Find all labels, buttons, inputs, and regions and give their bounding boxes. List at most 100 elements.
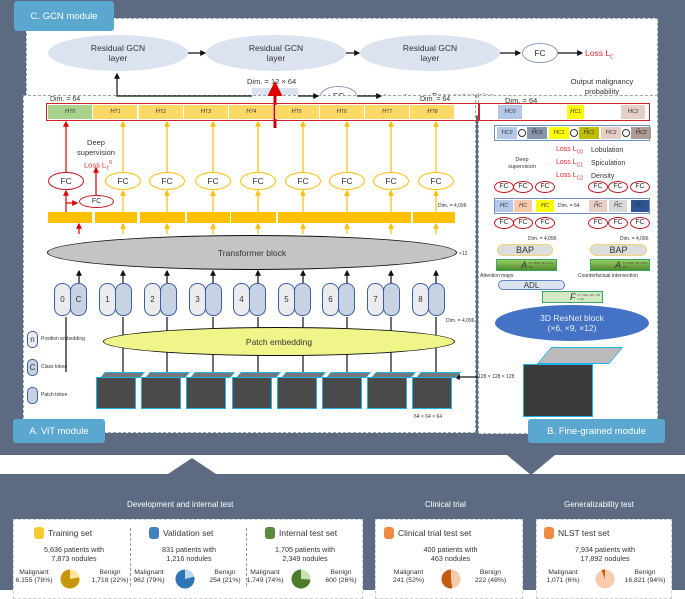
vit-fc-3: FC (195, 172, 231, 190)
gcn-layer-1: Residual GCN layer (48, 35, 188, 71)
up-arrow-marker (168, 458, 216, 474)
fine-fc-top-0: FC (494, 181, 514, 193)
resnet-block: 3D ResNet block(×6, ×9, ×12) (495, 305, 649, 341)
ct-patch-cube-8 (412, 377, 453, 409)
ct-patch-cube-top-5 (280, 372, 326, 378)
fine-loss-1: Loss LC1 (556, 159, 584, 169)
gcn-loss: Loss LC (585, 48, 614, 61)
down-arrow-marker (507, 455, 555, 475)
minus-icon-1 (570, 129, 578, 137)
database-icon (149, 527, 159, 539)
ct-patch-cube-1 (96, 377, 136, 409)
fine-grained-tab: B. Fine-grained module (528, 419, 665, 443)
fine-dim-4096-right: Dim. = 4,096 (620, 236, 649, 242)
bap-right: BAP (590, 244, 647, 256)
ct-patch-cube-4 (231, 377, 272, 409)
pie-malignant-slice (601, 569, 605, 579)
minus-icon-2 (622, 129, 630, 137)
fine-attr-0: Lobulation (591, 147, 624, 154)
position-embedding-0: 0 (54, 283, 71, 316)
database-icon (265, 527, 275, 539)
fine-deep-supervision: Deep supervision (508, 157, 536, 170)
dataset-name-4: NLST test set (558, 528, 610, 538)
position-embedding-4: 4 (233, 283, 250, 316)
dataset-nodules-4: 17,892 nodules (580, 554, 630, 563)
position-embedding-5: 5 (278, 283, 295, 316)
dataset-nodules-2: 2,349 nodules (282, 554, 328, 563)
attention-maps-label: Attention maps (480, 273, 514, 279)
position-embedding-7: 7 (367, 283, 384, 316)
class-token: C (70, 283, 87, 316)
transformer-block: Transformer block (47, 235, 457, 270)
fine-fc-top-3: FC (588, 181, 608, 193)
fine-attr-2: Density (591, 173, 615, 180)
dataset-name-2: Internal test set (279, 528, 338, 538)
dataset-patients-1: 831 patients with (162, 545, 216, 554)
pie-malignant-slice (60, 569, 80, 589)
fine-loss-0: Loss LC0 (556, 146, 584, 156)
vit-feature-bar-7 (366, 212, 411, 223)
vit-fc-0: FC (48, 172, 84, 190)
input-size-label: 128 × 128 × 128 (478, 374, 515, 380)
legend-swatch-0: n (27, 331, 38, 348)
position-embedding-2: 2 (144, 283, 161, 316)
fine-fc-bottom-4: FC (608, 217, 628, 229)
patch-token-8 (428, 283, 445, 316)
dataset-nodules-1: 1,216 nodules (166, 554, 212, 563)
legend-swatch-1: C (27, 359, 38, 376)
pie-malignant-slice (175, 569, 195, 589)
vit-fc-7: FC (373, 172, 409, 190)
vit-fc-8: FC (418, 172, 454, 190)
legend-swatch-2 (27, 387, 38, 404)
vit-dim-right: Dim. = 64 (420, 96, 451, 103)
vit-fc-1: FC (105, 172, 141, 190)
vit-feature-bar-5 (278, 212, 322, 223)
fine-dim-64: Dim. = 64 (558, 203, 580, 209)
database-icon (34, 527, 44, 539)
pie-chart-3 (441, 569, 460, 589)
fine-fc-top-5: FC (630, 181, 650, 193)
dataset-nodules-0: 7,873 nodules (51, 554, 97, 563)
ct-patch-cube-top-8 (416, 372, 462, 378)
adl-block: ADL (498, 280, 565, 290)
patch-token-2 (160, 283, 177, 316)
fine-fc-bottom-0: FC (494, 217, 514, 229)
legend-label-2: Patch token (41, 392, 68, 398)
vit-fc-4: FC (240, 172, 276, 190)
dataset-nodules-3: 463 nodules (430, 554, 471, 563)
position-embedding-8: 8 (412, 283, 429, 316)
vit-module-tab: A. ViT module (13, 419, 105, 443)
fine-feature-5: H̃C (631, 200, 649, 212)
divider (246, 528, 247, 586)
fine-attr-1: Spiculation (591, 160, 626, 167)
dataset-name-3: Clinical trial test set (398, 528, 472, 538)
patch-embedding: Patch embedding (103, 327, 455, 356)
ct-patch-cube-7 (367, 377, 408, 409)
ct-patch-cube-6 (322, 377, 362, 409)
patch-token-5 (294, 283, 311, 316)
fine-fc-top-1: FC (513, 181, 533, 193)
dataset-name-0: Training set (48, 528, 93, 538)
dataset-name-1: Validation set (163, 528, 214, 538)
legend-label-0: Position embedding (41, 336, 85, 342)
pie-chart-4 (595, 569, 615, 589)
ct-patch-cube-top-2 (145, 372, 191, 378)
pie-malignant-slice (291, 569, 311, 589)
